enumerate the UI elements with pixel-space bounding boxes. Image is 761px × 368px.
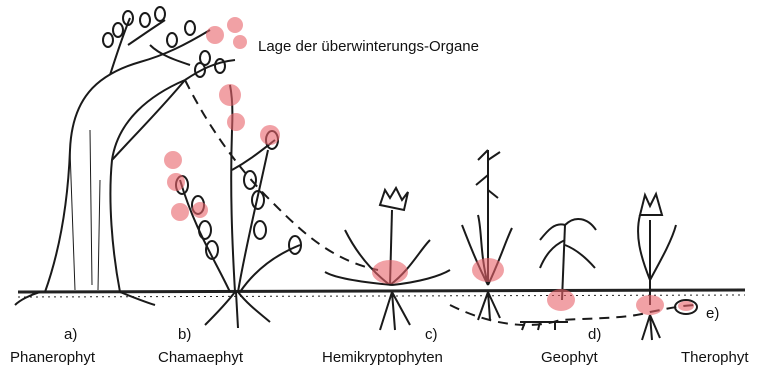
diagram-title: Lage der überwinterungs-Organe (258, 39, 479, 54)
type-a-letter: a) (64, 327, 77, 342)
type-d-name: Geophyt (541, 350, 598, 365)
type-d-letter: d) (588, 327, 601, 342)
chamaephyte-bud-highlight (164, 84, 280, 221)
phanerophyte-bud-highlight (206, 17, 247, 49)
geophyte-plant (520, 219, 596, 330)
therophyte-plant (638, 194, 697, 340)
geophyte-bud-highlight (547, 289, 575, 311)
ground (18, 290, 745, 297)
type-a-name: Phanerophyt (10, 350, 95, 365)
therophyte-bud-highlight (636, 295, 694, 315)
type-e-letter: e) (706, 306, 719, 321)
grass-tuft (462, 150, 512, 320)
type-b-name: Chamaephyt (158, 350, 243, 365)
type-b-letter: b) (178, 327, 191, 342)
type-e-name: Therophyt (681, 350, 749, 365)
phanerophyte-tree (15, 7, 235, 305)
type-c-letter: c) (425, 327, 438, 342)
type-c-name: Hemikryptophyten (322, 350, 443, 365)
hemicryptophyte-bud-highlight (372, 258, 504, 284)
